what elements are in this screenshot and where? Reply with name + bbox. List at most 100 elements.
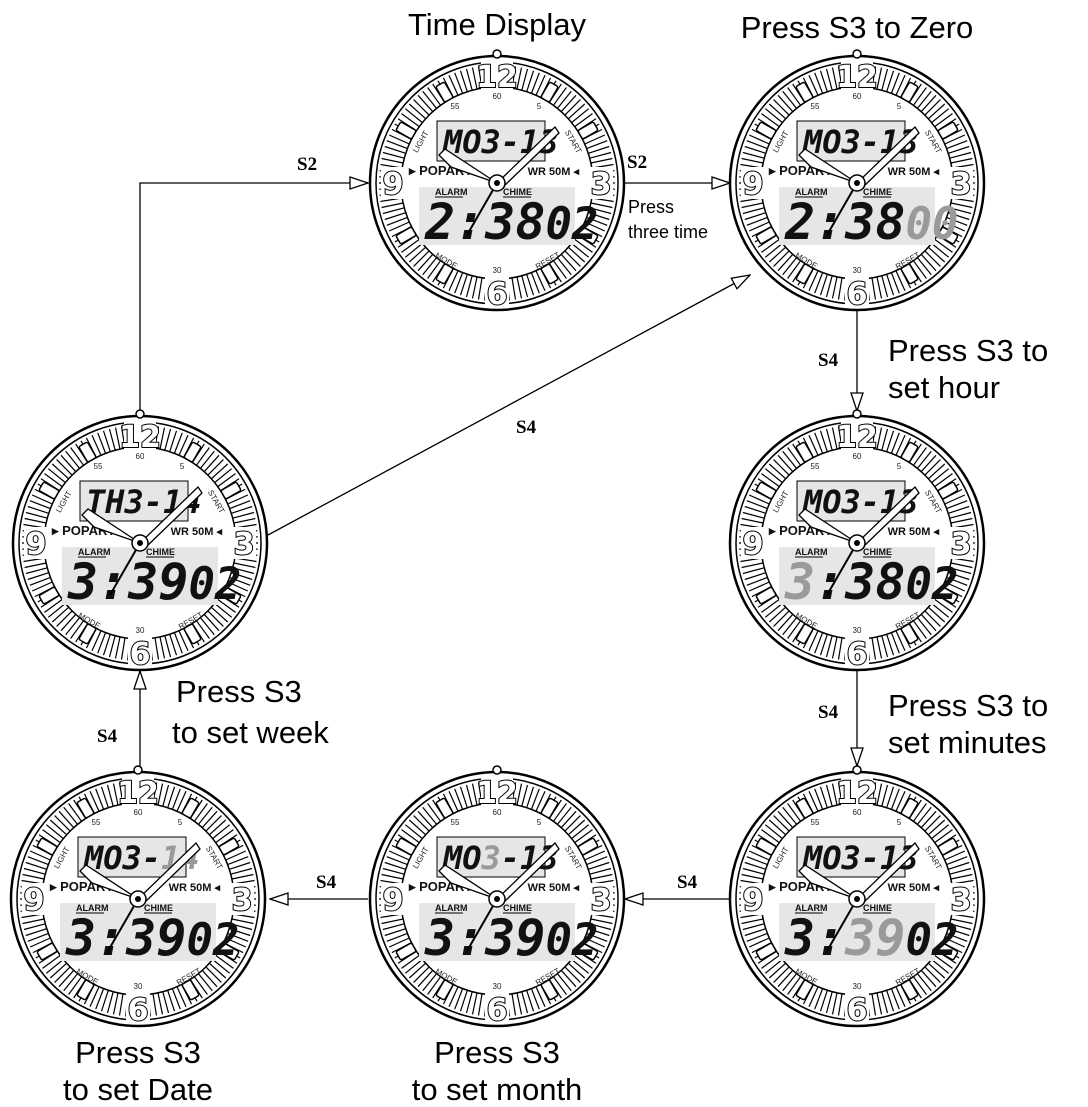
- s4-label-date: S4: [316, 872, 337, 893]
- hour-marker: [900, 623, 919, 645]
- numeral-3-bg: [230, 883, 254, 915]
- lcd-hour: 2: [424, 193, 455, 251]
- numeral-9: 9: [26, 527, 47, 562]
- hour-marker: [755, 837, 777, 856]
- hour-hand: [798, 864, 858, 900]
- lcd-dash: -: [144, 483, 163, 521]
- numeral-9-bg: [381, 883, 405, 915]
- hand-hub-center: [854, 896, 860, 902]
- hour-marker: [755, 121, 777, 140]
- hour-marker: [900, 797, 919, 819]
- crown-pin: [852, 409, 862, 419]
- lcd-bottom-text: 3:3902: [424, 909, 598, 967]
- s4-label-diagonal: S4: [516, 417, 537, 438]
- minute-55: 55: [451, 818, 460, 827]
- s4-label-minutes: S4: [818, 702, 839, 723]
- lcd-month: 3: [841, 839, 861, 877]
- lcd-minute: 39: [844, 909, 905, 967]
- lcd-dash: -: [861, 123, 880, 161]
- caption-set-minutes-line2: set minutes: [888, 725, 1047, 760]
- hour-marker: [183, 623, 202, 645]
- crown-pin: [492, 49, 502, 59]
- caption-set-hour-line2: set hour: [888, 370, 1000, 405]
- hour-marker: [755, 586, 777, 605]
- minute-5: 5: [537, 102, 542, 111]
- lcd-alarm-label: ALARM: [76, 903, 109, 913]
- minute-30: 30: [134, 982, 143, 991]
- hand-hub-center: [494, 180, 500, 186]
- lcd-dash: -: [501, 839, 520, 877]
- hour-marker: [38, 481, 60, 500]
- numeral-3-bg: [949, 883, 973, 915]
- minute-5: 5: [897, 818, 902, 827]
- numeral-12-bg: [481, 775, 513, 809]
- numeral-9: 9: [383, 883, 404, 918]
- numeral-6: 6: [128, 993, 149, 1028]
- hour-marker: [577, 942, 599, 961]
- hour-hand: [79, 864, 139, 900]
- numeral-3-bg: [949, 527, 973, 559]
- lcd-chime-label: CHIME: [503, 903, 532, 913]
- water-resist: WR 50M ◂: [888, 526, 940, 538]
- minute-55: 55: [92, 818, 101, 827]
- numeral-12: 12: [117, 776, 159, 811]
- caption-set-date-line1: Press S3: [75, 1035, 201, 1070]
- numeral-12-bg: [481, 59, 513, 93]
- hand-hub-center: [494, 896, 500, 902]
- minute-60: 60: [853, 808, 862, 817]
- numeral-3: 3: [951, 883, 972, 918]
- lcd-colon: :: [455, 193, 485, 251]
- lcd-minute: 39: [484, 909, 545, 967]
- numeral-9-bg: [24, 527, 48, 559]
- minute-55: 55: [811, 102, 820, 111]
- second-hand: [466, 182, 498, 236]
- hour-marker: [218, 837, 240, 856]
- hour-marker: [900, 979, 919, 1001]
- lcd-second: 00: [905, 199, 958, 250]
- numeral-12-bg: [124, 419, 156, 453]
- caption-set-week-line2: to set week: [172, 715, 329, 750]
- minute-5: 5: [537, 818, 542, 827]
- minute-30: 30: [493, 266, 502, 275]
- lcd-month: 3: [124, 483, 144, 521]
- lcd-second: 02: [905, 559, 958, 610]
- numeral-6-bg: [126, 989, 150, 1023]
- lcd-bottom-text: 3:3902: [784, 909, 958, 967]
- hour-marker: [937, 942, 959, 961]
- hour-marker: [900, 441, 919, 463]
- hour-marker: [577, 837, 599, 856]
- numeral-12: 12: [836, 420, 878, 455]
- lcd-minute: 39: [127, 553, 188, 611]
- lcd-hour: 3: [784, 909, 815, 967]
- hour-hand: [438, 864, 498, 900]
- numeral-6: 6: [847, 637, 868, 672]
- hour-marker: [38, 586, 60, 605]
- caption-set-hour-line1: Press S3 to: [888, 333, 1048, 368]
- caption-time-display: Time Display: [408, 7, 586, 42]
- caption-press-three-line1: Press: [628, 197, 674, 217]
- crown-pin: [135, 409, 145, 419]
- lcd-colon: :: [96, 909, 126, 967]
- caption-zero: Press S3 to Zero: [741, 10, 974, 45]
- lcd-chime-label: CHIME: [863, 547, 892, 557]
- lcd-bottom-text: 2:3800: [784, 193, 958, 251]
- lcd-minute: 39: [125, 909, 186, 967]
- lcd-colon: :: [455, 909, 485, 967]
- hour-marker: [183, 441, 202, 463]
- minute-30: 30: [136, 626, 145, 635]
- connector-week-to-time: [139, 183, 368, 412]
- lcd-top: [77, 836, 187, 878]
- numeral-3: 3: [591, 883, 612, 918]
- lcd-chime-label: CHIME: [863, 187, 892, 197]
- crown-pin: [852, 765, 862, 775]
- numeral-6: 6: [130, 637, 151, 672]
- hour-marker: [220, 481, 242, 500]
- minute-55: 55: [451, 102, 460, 111]
- numeral-3-bg: [232, 527, 256, 559]
